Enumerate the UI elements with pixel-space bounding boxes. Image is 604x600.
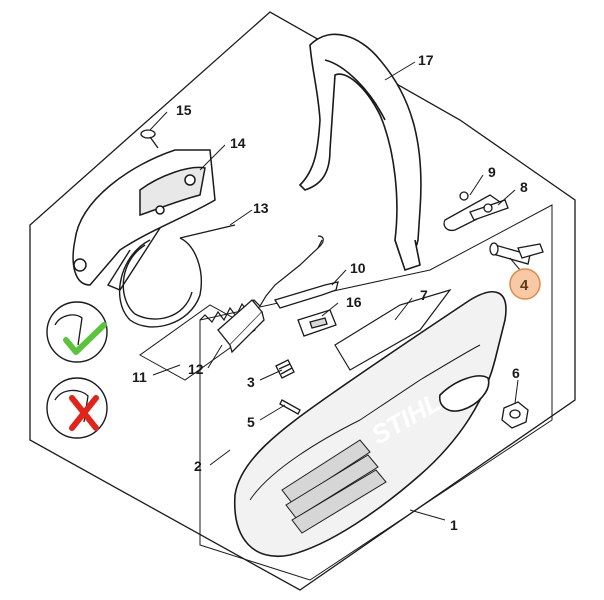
part-4-bolt <box>489 242 544 265</box>
part-1-sprocket-cover <box>234 288 507 557</box>
part-16-slider <box>297 309 337 337</box>
callout-label-17[interactable]: 17 <box>418 52 434 68</box>
callout-label-2[interactable]: 2 <box>194 458 202 474</box>
callout-label-4: 4 <box>520 277 529 294</box>
part-3-set-screw <box>275 359 295 379</box>
part-14-side-plate <box>72 149 216 286</box>
correct-check-icon <box>63 322 107 355</box>
callout-label-6[interactable]: 6 <box>512 365 520 381</box>
callout-label-13[interactable]: 13 <box>253 200 269 216</box>
callout-label-8[interactable]: 8 <box>520 179 528 195</box>
callout-label-1[interactable]: 1 <box>450 517 458 533</box>
incorrect-installation-indicator <box>46 377 108 439</box>
callout-label-12[interactable]: 12 <box>188 361 204 377</box>
callout-4-highlight[interactable]: 4 <box>509 257 541 300</box>
part-5-pin <box>279 399 301 415</box>
group-11-frame <box>139 304 256 381</box>
part-13-brake-band <box>106 224 236 328</box>
callout-label-15[interactable]: 15 <box>176 102 192 118</box>
callout-label-10[interactable]: 10 <box>350 260 366 276</box>
leader-lines <box>149 61 519 521</box>
callout-label-7[interactable]: 7 <box>420 287 428 303</box>
outer-frame <box>29 11 576 591</box>
wrong-cross-icon <box>69 395 99 431</box>
callout-label-9[interactable]: 9 <box>488 164 496 180</box>
cover-group-frame <box>199 204 553 581</box>
callout-label-3[interactable]: 3 <box>247 374 255 390</box>
part-15-screw <box>140 129 159 149</box>
callout-label-5[interactable]: 5 <box>247 414 255 430</box>
part-6-nut <box>501 401 529 429</box>
part-17-handle-bar <box>298 33 422 272</box>
callout-label-14[interactable]: 14 <box>230 135 246 151</box>
cover-vents <box>281 439 387 534</box>
part-12-spring <box>199 235 324 323</box>
part-12-bracket <box>217 299 265 354</box>
correct-installation-indicator <box>46 301 108 363</box>
callout-label-11[interactable]: 11 <box>132 369 147 385</box>
callout-label-16[interactable]: 16 <box>346 294 362 310</box>
part-10-lever <box>273 281 339 309</box>
